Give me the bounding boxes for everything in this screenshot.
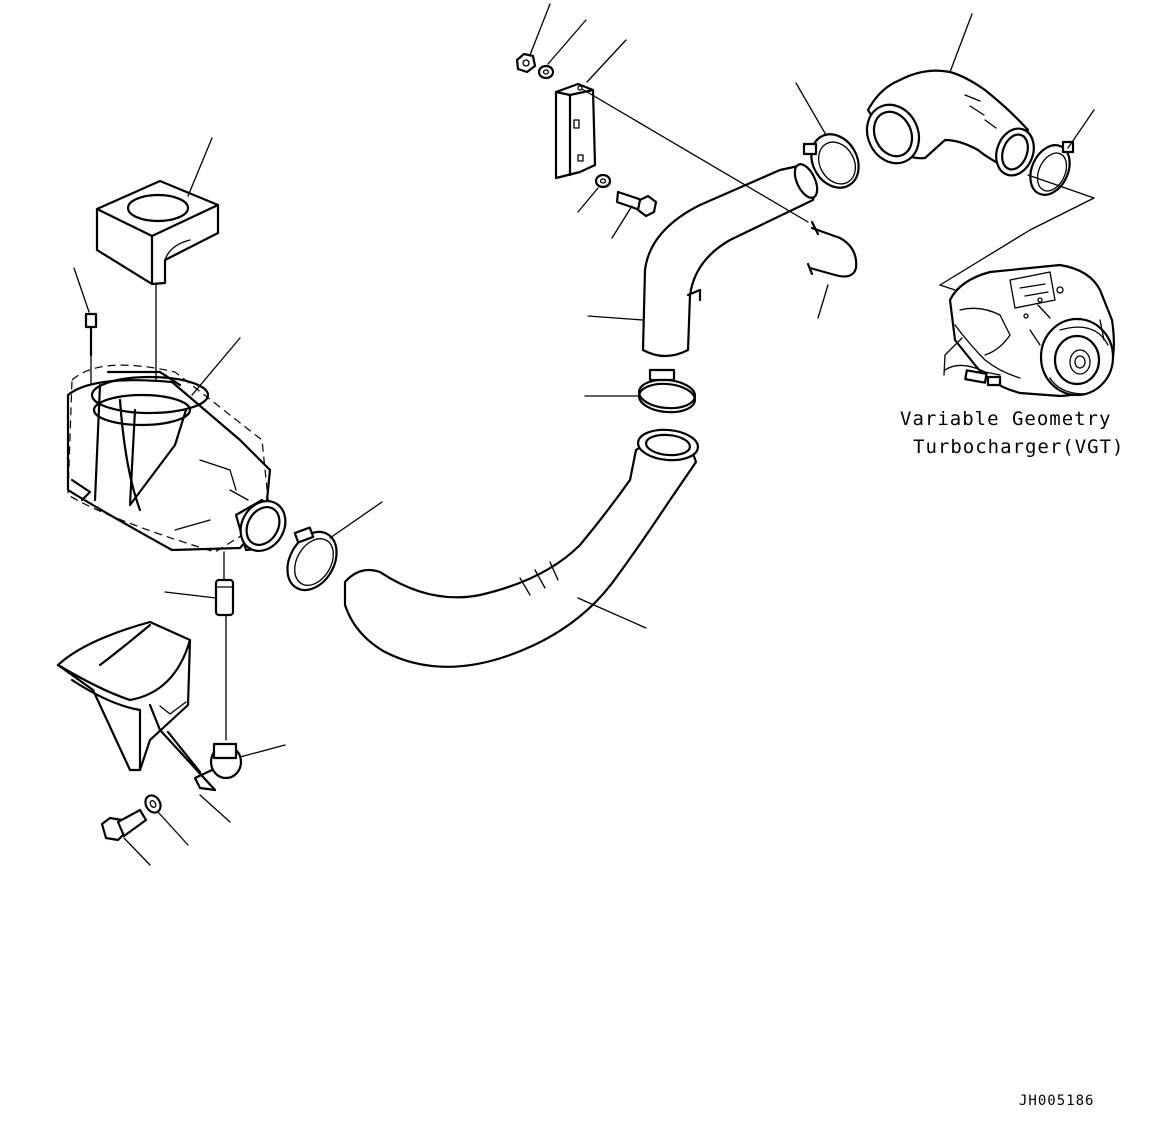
assembly-line [1027, 174, 1095, 231]
hose-clamp-upper [802, 133, 860, 189]
bolt-bracket [615, 190, 658, 218]
turbocharger-illustration [943, 263, 1115, 398]
leader-line [577, 597, 647, 629]
leader-line [187, 137, 213, 197]
leader-line [123, 837, 151, 866]
washer-top [537, 64, 555, 80]
rubber-valve [193, 742, 243, 792]
nut-top [515, 52, 537, 74]
vgt-callout-line2: Turbocharger(VGT) [913, 436, 1125, 458]
elbow-hose [865, 69, 1035, 177]
washer-lower [144, 794, 162, 814]
leader-line [1067, 109, 1095, 149]
leader-line [587, 315, 644, 321]
drawing-id: JH005186 [1019, 1093, 1095, 1109]
leader-line [577, 187, 599, 213]
pipe-bracket [554, 82, 597, 180]
hose-clamp-middle [637, 368, 697, 414]
vgt-callout-line1: Variable Geometry [900, 408, 1112, 430]
leader-line [239, 744, 286, 758]
leader-line [164, 591, 217, 599]
bolt-lower [100, 808, 148, 842]
washer-bracket [594, 173, 612, 189]
assembly-line [939, 229, 1031, 286]
leader-line [191, 337, 241, 396]
spacer-sleeve [214, 578, 235, 617]
leader-line [949, 13, 973, 73]
leader-line [817, 284, 829, 319]
leader-line [586, 39, 627, 83]
mounting-bracket [56, 620, 217, 792]
leader-line [199, 794, 231, 823]
leader-line [611, 205, 633, 239]
leader-line [329, 501, 383, 539]
air-intake-hose-lower [343, 428, 700, 668]
air-cleaner-outlet [234, 498, 287, 552]
air-intake-pipe-upper [641, 163, 819, 358]
u-bolt [806, 220, 858, 278]
bolt-upper-left [84, 312, 98, 357]
hose-clamp-lower [286, 526, 338, 592]
leader-line [547, 19, 587, 65]
precleaner-cap [95, 179, 220, 286]
leader-line [73, 267, 90, 313]
leader-line [157, 811, 189, 846]
leader-line [529, 3, 551, 56]
leader-line [795, 82, 827, 136]
assembly-line [581, 88, 809, 223]
